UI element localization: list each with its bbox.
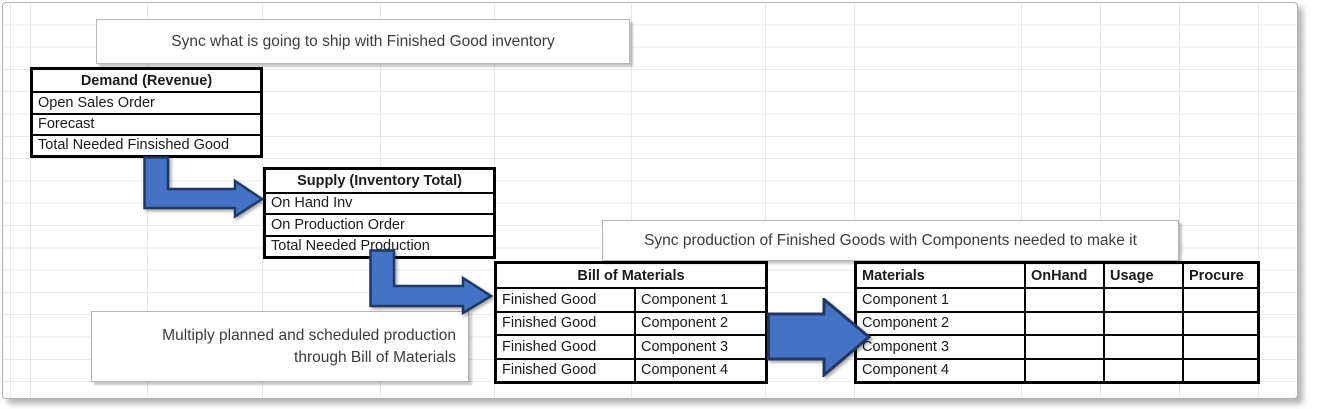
bom-finished-good-cell[interactable]: Finished Good — [497, 334, 634, 357]
callout-text: Sync production of Finished Goods with C… — [644, 231, 1137, 249]
materials-row-name[interactable]: Component 3 — [857, 334, 1024, 357]
materials-cell-usage[interactable] — [1103, 357, 1182, 381]
bom-finished-good-cell[interactable]: Finished Good — [497, 310, 634, 334]
materials-row-name[interactable]: Component 4 — [857, 357, 1024, 381]
elbow-arrow-supply-to-bom[interactable] — [369, 249, 493, 315]
callout-multiply-through-bom[interactable]: Multiply planned and scheduled productio… — [91, 311, 469, 382]
bom-component-cell[interactable]: Component 2 — [634, 310, 765, 335]
bom-component-cell[interactable]: Component 3 — [634, 334, 765, 358]
materials-cell-usage[interactable] — [1103, 287, 1182, 311]
supply-row-on-hand-inv[interactable]: On Hand Inv — [266, 191, 493, 214]
materials-cell-procure[interactable] — [1182, 310, 1257, 335]
materials-table: Materials OnHand Usage Procure Component… — [854, 261, 1260, 384]
callout-text: Sync what is going to ship with Finished… — [171, 32, 555, 50]
right-arrow-shape — [767, 298, 871, 377]
supply-row-on-production-order[interactable]: On Production Order — [266, 213, 493, 235]
elbow-arrow-shape — [143, 156, 264, 219]
bom-finished-good-cell[interactable]: Finished Good — [497, 287, 634, 310]
materials-cell-onhand[interactable] — [1024, 287, 1103, 311]
supply-table-header[interactable]: Supply (Inventory Total) — [297, 172, 462, 189]
bill-of-materials-table: Bill of Materials Finished Good Componen… — [494, 261, 768, 384]
callout-sync-production-components[interactable]: Sync production of Finished Goods with C… — [602, 220, 1179, 261]
materials-header-onhand[interactable]: OnHand — [1024, 264, 1103, 288]
callout-sync-ship-inventory[interactable]: Sync what is going to ship with Finished… — [96, 19, 630, 64]
materials-header-procure[interactable]: Procure — [1182, 264, 1257, 288]
bom-component-cell[interactable]: Component 4 — [634, 357, 765, 381]
bom-component-cell[interactable]: Component 1 — [634, 287, 765, 311]
demand-row-open-sales-order[interactable]: Open Sales Order — [33, 91, 260, 112]
supply-table: Supply (Inventory Total) On Hand Inv On … — [263, 167, 496, 259]
demand-row-total-needed-finished-good[interactable]: Total Needed Finsished Good — [33, 133, 260, 155]
materials-cell-procure[interactable] — [1182, 357, 1257, 381]
elbow-arrow-shape — [369, 249, 493, 315]
materials-cell-onhand[interactable] — [1024, 334, 1103, 358]
materials-cell-onhand[interactable] — [1024, 357, 1103, 381]
callout-text-line1: Multiply planned and scheduled productio… — [162, 326, 456, 344]
materials-cell-usage[interactable] — [1103, 334, 1182, 358]
callout-text-line2: through Bill of Materials — [294, 348, 456, 366]
demand-row-forecast[interactable]: Forecast — [33, 112, 260, 134]
elbow-arrow-demand-to-supply[interactable] — [143, 156, 264, 219]
materials-row-name[interactable]: Component 2 — [857, 310, 1024, 334]
bom-table-header[interactable]: Bill of Materials — [577, 267, 685, 284]
materials-cell-procure[interactable] — [1182, 287, 1257, 311]
right-arrow-bom-to-materials[interactable] — [767, 298, 871, 377]
materials-row-name[interactable]: Component 1 — [857, 287, 1024, 310]
demand-table-header[interactable]: Demand (Revenue) — [80, 72, 213, 89]
materials-cell-procure[interactable] — [1182, 334, 1257, 358]
materials-cell-usage[interactable] — [1103, 310, 1182, 335]
materials-header-usage[interactable]: Usage — [1103, 264, 1182, 288]
materials-cell-onhand[interactable] — [1024, 310, 1103, 335]
spreadsheet-screenshot-frame: Demand (Revenue) Open Sales Order Foreca… — [2, 2, 1298, 399]
materials-header-materials[interactable]: Materials — [862, 267, 925, 284]
bom-finished-good-cell[interactable]: Finished Good — [497, 357, 634, 381]
demand-table: Demand (Revenue) Open Sales Order Foreca… — [30, 67, 263, 158]
